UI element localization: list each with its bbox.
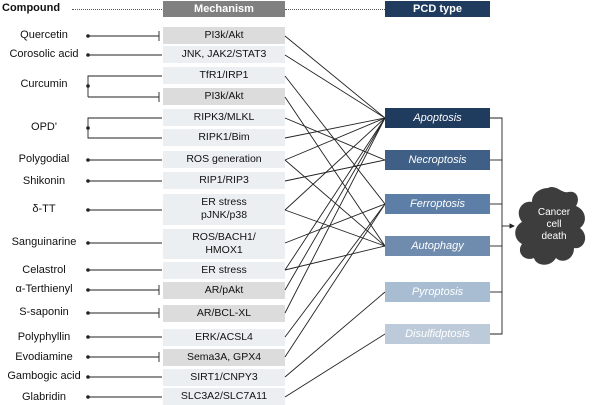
- mechanism-ripk3-mlkl: RIPK3/MLKL: [163, 109, 285, 126]
- mechanism-sema3a-gpx4: Sema3A, GPX4: [163, 349, 285, 366]
- pcd-bracket: [490, 117, 503, 335]
- mechanism-sirt1-cnpy3: SIRT1/CNPY3: [163, 369, 285, 386]
- mechanism-ar-pakt: AR/pAkt: [163, 282, 285, 299]
- mechanism-rip1-rip3: RIP1/RIP3: [163, 172, 285, 189]
- compound-gambogic-acid: Gambogic acid: [7, 370, 81, 382]
- mechanism-line-2: pJNK/p38: [200, 209, 248, 221]
- compound-alpha-terthienyl: α-Terthienyl: [15, 283, 73, 295]
- mechanism-erk-acsl4: ERK/ACSL4: [163, 329, 285, 346]
- mechanism-header: Mechanism: [163, 1, 285, 17]
- link-curcumin-1: [87, 75, 162, 86]
- pcd-pyroptosis: Pyroptosis: [385, 282, 490, 302]
- pcd-type-header: PCD type: [385, 1, 490, 17]
- compound-glabridin: Glabridin: [21, 391, 67, 403]
- compound-header: Compound: [2, 2, 61, 14]
- compound-sanguinarine: Sanguinarine: [11, 236, 77, 248]
- header-dotted-line-2: [285, 9, 385, 10]
- mechanism-er-stress-pjnk: ER stress pJNK/p38: [163, 194, 285, 225]
- compound-s-saponin: S-saponin: [19, 306, 69, 318]
- compound-celastrol: Celastrol: [22, 264, 66, 276]
- mechanism-pi3k-akt-2: PI3k/Akt: [163, 88, 285, 105]
- mechanism-jnk-jak2-stat3: JNK, JAK2/STAT3: [163, 46, 285, 63]
- mechanism-er-stress-2: ER stress: [163, 262, 285, 279]
- link-opd-2: [87, 128, 162, 139]
- mechanism-ar-bcl-xl: AR/BCL-XL: [163, 305, 285, 322]
- mechanism-slc3a2-slc7a11: SLC3A2/SLC7A11: [163, 388, 285, 405]
- mechanism-ripk1-bim: RIPK1/Bim: [163, 129, 285, 146]
- link-opd-1: [87, 117, 162, 128]
- compound-corosolic-acid: Corosolic acid: [9, 48, 79, 60]
- mechanism-line-1: ER stress: [201, 196, 247, 208]
- pcd-disulfidptosis: Disulfidptosis: [385, 324, 490, 344]
- compound-polygodial: Polygodial: [18, 153, 70, 165]
- pcd-necroptosis: Necroptosis: [385, 150, 490, 170]
- mechanism-line-2: HMOX1: [205, 244, 243, 256]
- compound-opd: OPD': [31, 121, 57, 133]
- pcd-apoptosis: Apoptosis: [385, 108, 490, 128]
- compound-evodiamine: Evodiamine: [15, 351, 73, 363]
- pcd-ferroptosis: Ferroptosis: [385, 194, 490, 214]
- mechanism-pi3k-akt-1: PI3k/Akt: [163, 27, 285, 44]
- compound-delta-tt: δ-TT: [32, 203, 56, 215]
- outcome-line-2: cell: [546, 219, 562, 230]
- mechanism-ros-generation: ROS generation: [163, 151, 285, 168]
- mechanism-ros-bach1-hmox1: ROS/BACH1/ HMOX1: [163, 229, 285, 259]
- mechanism-line-1: ROS/BACH1/: [192, 231, 256, 243]
- pcd-autophagy: Autophagy: [385, 236, 490, 256]
- header-dotted-line: [72, 9, 162, 10]
- compound-polyphyllin: Polyphyllin: [17, 331, 71, 343]
- outcome-line-1: Cancer: [537, 207, 571, 218]
- compound-curcumin: Curcumin: [20, 78, 68, 90]
- mechanism-tfr1-irp1: TfR1/IRP1: [163, 67, 285, 84]
- compound-quercetin: Quercetin: [20, 29, 68, 41]
- cancer-cell-shape: [515, 187, 586, 265]
- cancer-cell-death-label: Cancer cell death: [524, 207, 584, 243]
- compound-shikonin: Shikonin: [22, 175, 66, 187]
- outcome-line-3: death: [541, 231, 567, 242]
